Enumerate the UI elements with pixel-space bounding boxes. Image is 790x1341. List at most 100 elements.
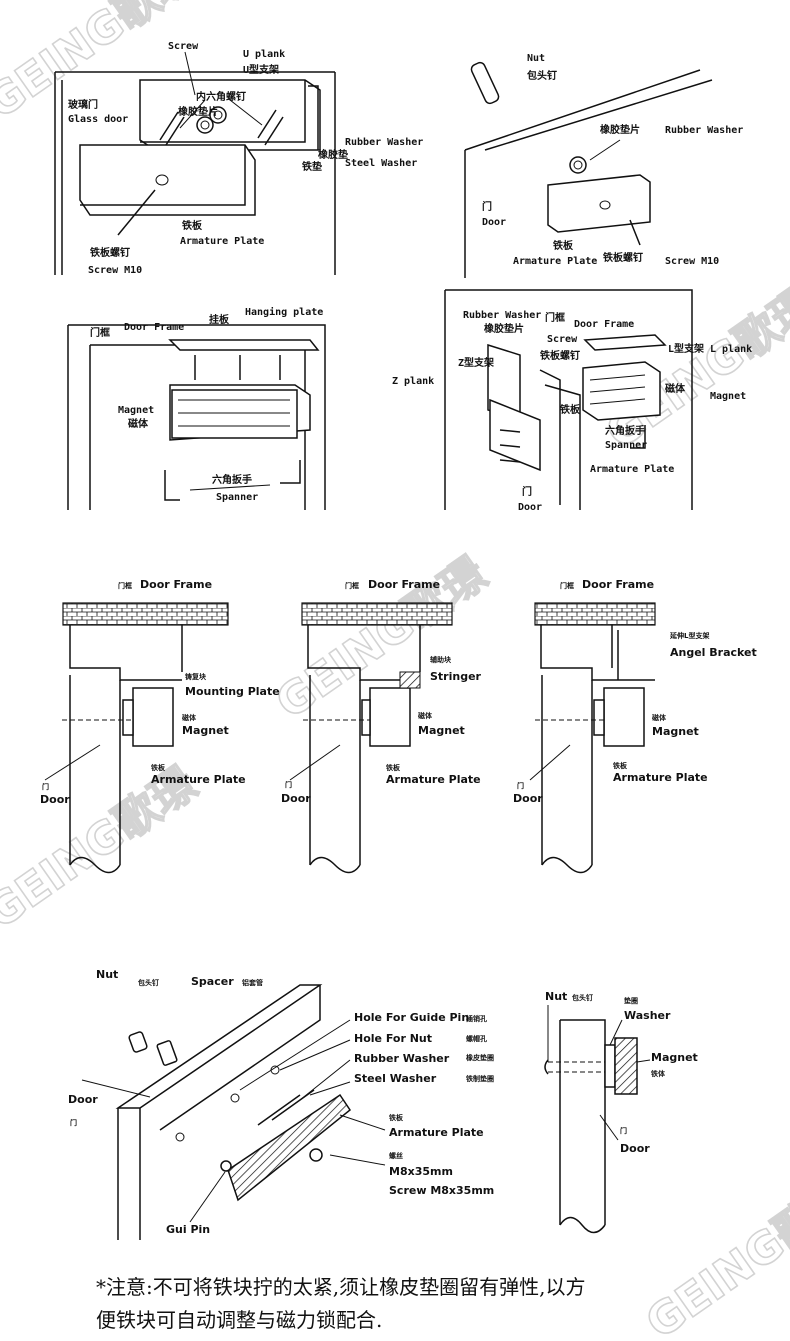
note-line-1: *注意:不可将铁块拧的太紧,须让橡皮垫圈留有弹性,以方 [96, 1275, 586, 1299]
s3-frame-cn: 门框 [560, 581, 574, 590]
p6-door: Door [620, 1142, 650, 1155]
label-screw-4: Screw [547, 334, 578, 345]
label-magnet-3: Magnet [118, 405, 154, 416]
s1-door: Door [40, 793, 70, 806]
s2-magnet: Magnet [418, 724, 465, 737]
label-magnet-cn-3: 磁体 [128, 417, 149, 430]
label-hanging-cn: 挂板 [209, 313, 230, 326]
label-steel-washer: Steel Washer [345, 158, 417, 169]
p5-spacer: Spacer [191, 975, 234, 988]
label-door-frame-3: Door Frame [124, 322, 184, 333]
label-spanner-cn-3: 六角扳手 [212, 473, 252, 486]
label-spanner-4: Spanner [605, 440, 647, 451]
s2-frame: Door Frame [368, 578, 440, 591]
p6-washer-cn: 垫圈 [624, 996, 638, 1005]
p5-nut: Nut [96, 968, 118, 981]
label-nut: Nut [527, 53, 545, 64]
label-rubber-pad-cn: 橡胶垫 [318, 148, 348, 161]
section-view-2: 门框 Door Frame 辅助块 Stringer 磁体 Magnet 铁板 … [281, 578, 482, 874]
s1-armature: Armature Plate [151, 773, 246, 786]
s1-frame: Door Frame [140, 578, 212, 591]
label-armature-screw-cn-4: 铁板螺钉 [540, 349, 580, 362]
label-screw-cn: 铁板螺钉 [90, 246, 130, 259]
s2-mount-cn: 辅助块 [430, 655, 452, 664]
p5-guide-pin-hole: Hole For Guide Pin [354, 1011, 469, 1024]
installation-note: *注意:不可将铁块拧的太紧,须让橡皮垫圈留有弹性,以方 便铁块可自动调整与磁力锁… [96, 1271, 716, 1337]
label-door-4: Door [518, 502, 542, 513]
label-screw-cn-2: 铁板螺钉 [603, 251, 643, 264]
s2-magnet-cn: 磁体 [418, 711, 433, 720]
s3-door-cn: 门 [517, 781, 524, 790]
label-z-plank-cn: Z型支架 [458, 356, 494, 369]
s3-mount: Angel Bracket [670, 646, 757, 659]
label-screw-m10: Screw M10 [88, 265, 142, 276]
s3-door: Door [513, 792, 543, 805]
s2-mount: Stringer [430, 670, 482, 683]
label-armature-2: Armature Plate [513, 256, 597, 267]
p5-nut-cn: 包头钉 [138, 978, 159, 987]
label-magnet-4: Magnet [710, 391, 746, 402]
label-screw-m10-2: Screw M10 [665, 256, 719, 267]
label-door-cn-2: 门 [482, 200, 492, 213]
label-rubber-washer-4: Rubber Washer [463, 310, 541, 321]
s1-frame-cn: 门框 [118, 581, 132, 590]
p5-screw-cn: 螺丝 [389, 1151, 403, 1160]
p5-rubber-washer-cn: 橡皮垫圈 [466, 1053, 494, 1062]
p5-spacer-cn: 铝套管 [242, 978, 263, 987]
panel-side-view: Nut 包头钉 垫圈 Washer Magnet 铁体 门 Door [544, 990, 698, 1234]
p5-door-cn: 门 [70, 1118, 77, 1127]
label-steel-washer-cn: 铁垫 [302, 160, 322, 173]
p5-nut-hole-cn: 螺帽孔 [466, 1034, 487, 1043]
s2-armature-cn: 铁板 [386, 763, 401, 772]
panel-nut-door: Nut 包头钉 橡胶垫片 Rubber Washer 门 Door 铁板 Arm… [464, 53, 743, 278]
label-armature-cn-2: 铁板 [553, 239, 574, 252]
p5-armature-cn: 铁板 [389, 1113, 404, 1122]
label-screw: Screw [168, 41, 199, 52]
p5-gui-pin: Gui Pin [166, 1223, 210, 1236]
panel-hanging-plate-magnet: 门框 Door Frame 挂板 Hanging plate Magnet 磁体… [67, 306, 326, 510]
label-z-plank: Z plank [392, 376, 434, 387]
label-rubber-washer-2: Rubber Washer [665, 125, 743, 136]
label-rubber-washer-cn-4: 橡胶垫片 [484, 322, 524, 335]
label-u-plank: U plank [243, 49, 285, 60]
s3-armature: Armature Plate [613, 771, 708, 784]
label-glass-door: Glass door [68, 114, 128, 125]
p5-door: Door [68, 1093, 98, 1106]
section-view-1: 门框 Door Frame 铸复块 Mounting Plate 磁体 Magn… [40, 578, 280, 874]
label-door-frame-cn-3: 门框 [90, 326, 110, 339]
label-armature-4: Armature Plate [590, 464, 674, 475]
label-glass-door-cn: 玻璃门 [68, 98, 98, 111]
label-hex-screw-cn: 内六角螺钉 [196, 90, 246, 103]
label-door-frame-cn-4: 门框 [545, 311, 565, 324]
label-l-plank-cn: L型支架 [668, 342, 704, 355]
note-line-2: 便铁块可自动调整与磁力锁配合. [96, 1308, 383, 1332]
p5-armature: Armature Plate [389, 1126, 484, 1139]
p5-screw-2: Screw M8x35mm [389, 1184, 494, 1197]
panel-z-plank-l-plank: Rubber Washer 门框 Door Frame 橡胶垫片 Screw L… [392, 289, 752, 513]
s2-door-cn: 门 [285, 780, 292, 789]
p5-steel-washer: Steel Washer [354, 1072, 437, 1085]
p6-door-cn: 门 [620, 1126, 627, 1135]
label-rubber-washer-cn-2: 橡胶垫片 [600, 123, 640, 136]
p6-magnet: Magnet [651, 1051, 698, 1064]
s3-frame: Door Frame [582, 578, 654, 591]
p5-rubber-washer: Rubber Washer [354, 1052, 450, 1065]
s3-magnet-cn: 磁体 [652, 713, 667, 722]
label-door-2: Door [482, 217, 506, 228]
label-u-plank-cn: U型支架 [243, 63, 279, 76]
p5-nut-hole: Hole For Nut [354, 1032, 432, 1045]
p5-screw-1: M8x35mm [389, 1165, 453, 1178]
label-rubber-washer: Rubber Washer [345, 137, 423, 148]
s1-door-cn: 门 [42, 782, 49, 791]
p6-nut: Nut [545, 990, 567, 1003]
p6-nut-cn: 包头钉 [572, 993, 593, 1002]
label-armature-cn: 铁板 [182, 219, 203, 232]
label-armature: Armature Plate [180, 236, 264, 247]
s1-mount-cn: 铸复块 [185, 672, 207, 681]
label-l-plank: L plank [710, 344, 752, 355]
s3-mount-cn: 延伸L型支架 [669, 631, 709, 640]
label-spanner-3: Spanner [216, 492, 258, 503]
label-spanner-cn-4: 六角扳手 [605, 424, 645, 437]
panel-armature-exploded: Nut 包头钉 Spacer 铝套管 Hole For Guide Pin 插销… [68, 968, 494, 1240]
